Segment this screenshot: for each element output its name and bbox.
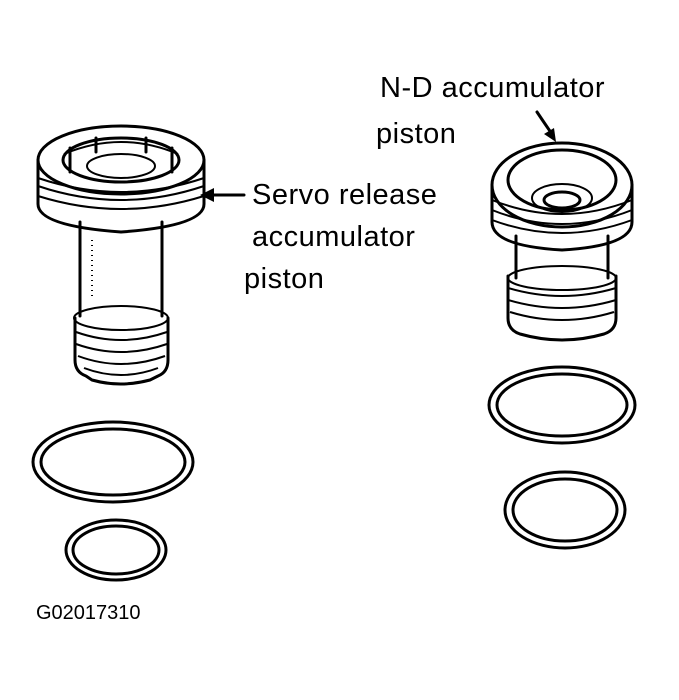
- nd-small-seal-ring: [503, 470, 627, 550]
- servo-label-line-3: piston: [244, 263, 325, 295]
- servo-leader-arrow: [200, 188, 246, 202]
- servo-release-piston: [36, 124, 206, 386]
- figure-id: G02017310: [36, 602, 141, 624]
- servo-label-line-1: Servo release: [252, 179, 438, 211]
- nd-leader-arrow: [535, 110, 556, 142]
- nd-label-line-1: N-D accumulator: [380, 72, 606, 104]
- nd-label-line-2: piston: [376, 118, 457, 150]
- servo-small-seal-ring: [64, 518, 168, 582]
- servo-label-line-2: accumulator: [252, 221, 416, 253]
- servo-large-seal-ring: [31, 420, 195, 504]
- nd-large-seal-ring: [487, 365, 637, 445]
- nd-accumulator-piston: [490, 141, 634, 342]
